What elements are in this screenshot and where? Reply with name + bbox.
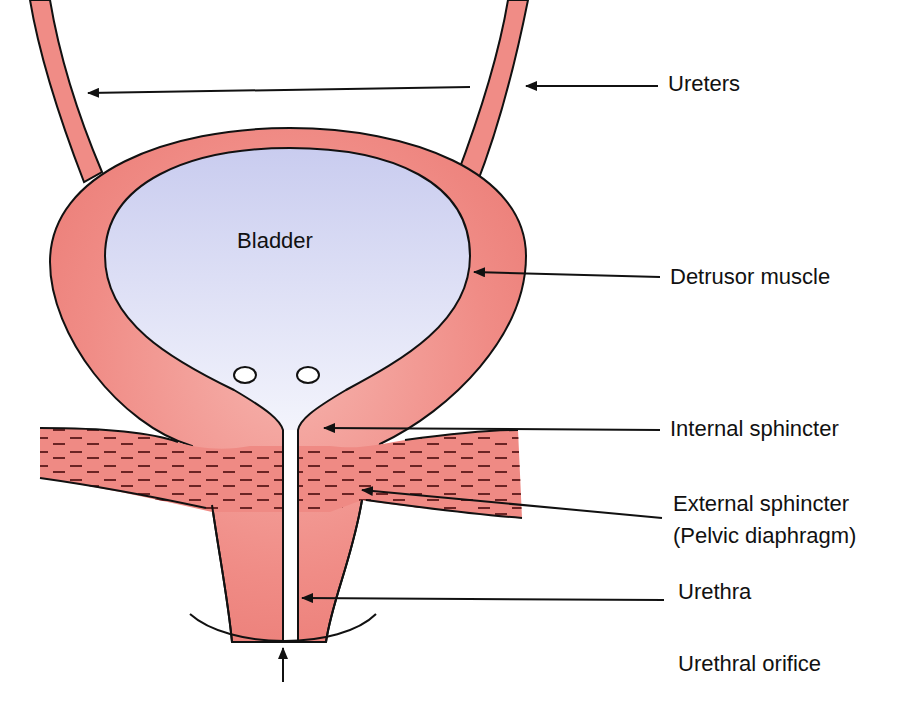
part-label: Detrusor muscle	[670, 261, 830, 293]
leader-line	[526, 85, 658, 87]
pelvic-diaphragm	[40, 428, 522, 518]
urethra-wall	[326, 500, 362, 642]
part-label: Ureters	[668, 68, 740, 100]
lumen-shape	[100, 143, 480, 438]
detrusor-wall	[50, 128, 526, 642]
pelvic-diaphragm-hatch	[40, 428, 522, 518]
leader-line	[362, 490, 662, 518]
urethra-wall	[212, 505, 232, 642]
ureter	[30, 0, 102, 182]
part-label: Internal sphincter	[670, 413, 839, 445]
part-label: Urethral orifice	[678, 648, 821, 680]
ureter	[456, 0, 528, 186]
urethra-lumen	[283, 426, 298, 642]
leader-line	[282, 648, 284, 682]
lumen-outline	[105, 148, 470, 438]
diaphragm-edge	[40, 478, 206, 508]
orifice-arc	[190, 614, 376, 641]
part-label: External sphincter (Pelvic diaphragm)	[673, 488, 888, 552]
part-label: Urethra	[678, 576, 751, 608]
ureteric-orifice	[297, 367, 319, 383]
leader-line	[302, 598, 664, 600]
urethra-lumen-edge	[282, 428, 284, 642]
ureteric-orifice	[234, 367, 256, 383]
bladder-lumen: Bladder	[100, 143, 480, 438]
lumen-fill	[105, 148, 470, 430]
diaphragm-edge	[405, 430, 518, 440]
urethra-lumen-edge	[297, 428, 299, 642]
diaphragm-edge	[40, 428, 178, 442]
leader-line	[474, 272, 660, 277]
leader-line	[88, 87, 470, 93]
leader-line	[324, 428, 660, 430]
organ-name: Bladder	[237, 227, 313, 255]
